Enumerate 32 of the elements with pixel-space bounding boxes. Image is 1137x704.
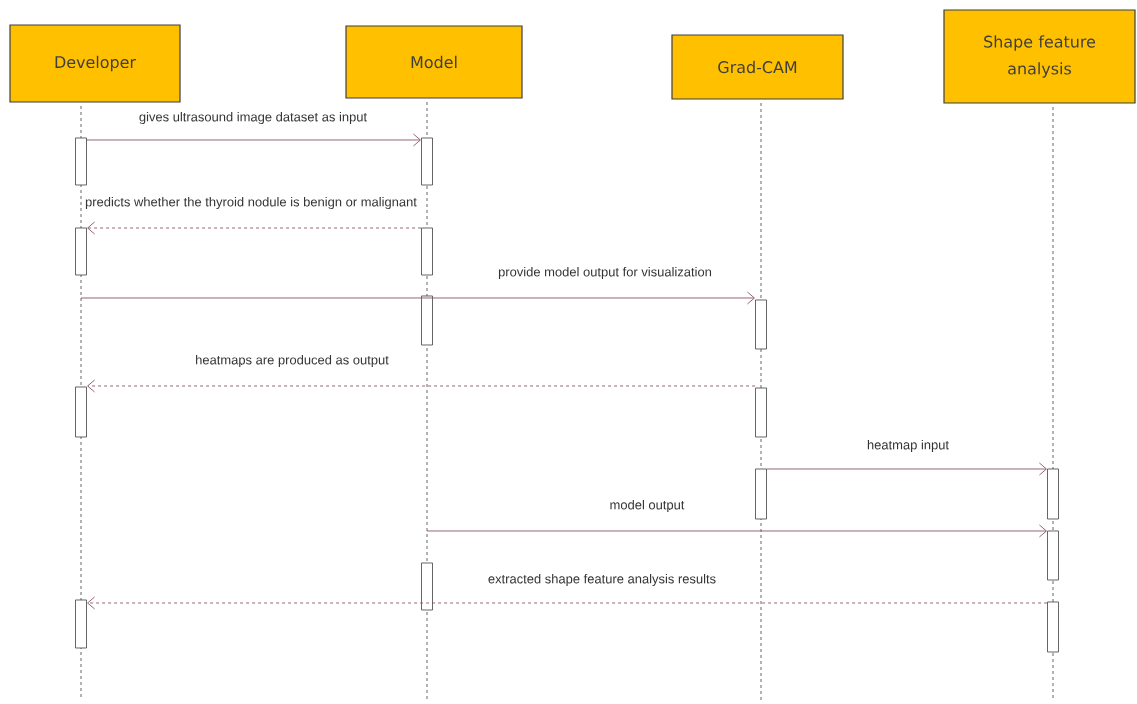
- activation-bar: [755, 468, 767, 520]
- activation-bar: [75, 227, 87, 276]
- message-label: heatmaps are produced as output: [196, 354, 389, 368]
- message-label: gives ultrasound image dataset as input: [139, 111, 367, 125]
- activation-bar: [1047, 530, 1059, 581]
- message-arrow: [86, 133, 421, 147]
- activation-bar: [755, 299, 767, 350]
- message-label: model output: [610, 499, 685, 513]
- message-arrow: [87, 379, 756, 393]
- message-label: predicts whether the thyroid nodule is benign or malignant: [85, 196, 417, 210]
- activation-bar: [755, 387, 767, 438]
- message-arrow: [766, 462, 1047, 476]
- activation-bar: [421, 295, 433, 346]
- activation-bar: [421, 562, 433, 611]
- activation-bar: [75, 599, 87, 649]
- message-arrow: [426, 524, 1047, 538]
- message-arrow: [87, 596, 1048, 610]
- activation-bar: [1047, 468, 1059, 520]
- activation-bar: [421, 137, 433, 186]
- message-label: heatmap input: [867, 439, 949, 453]
- activation-bar: [421, 227, 433, 276]
- participant-box: Shape feature analysis: [943, 9, 1136, 104]
- message-arrow: [87, 221, 422, 235]
- message-label: extracted shape feature analysis results: [488, 573, 716, 587]
- activation-bar: [75, 137, 87, 186]
- activation-bar: [1047, 601, 1059, 653]
- activation-bar: [75, 386, 87, 438]
- participant-box: Model: [345, 25, 523, 99]
- participant-box: Developer: [9, 24, 181, 103]
- message-label: provide model output for visualization: [498, 266, 712, 280]
- participant-box: Grad-CAM: [671, 34, 844, 100]
- message-arrow: [80, 291, 755, 305]
